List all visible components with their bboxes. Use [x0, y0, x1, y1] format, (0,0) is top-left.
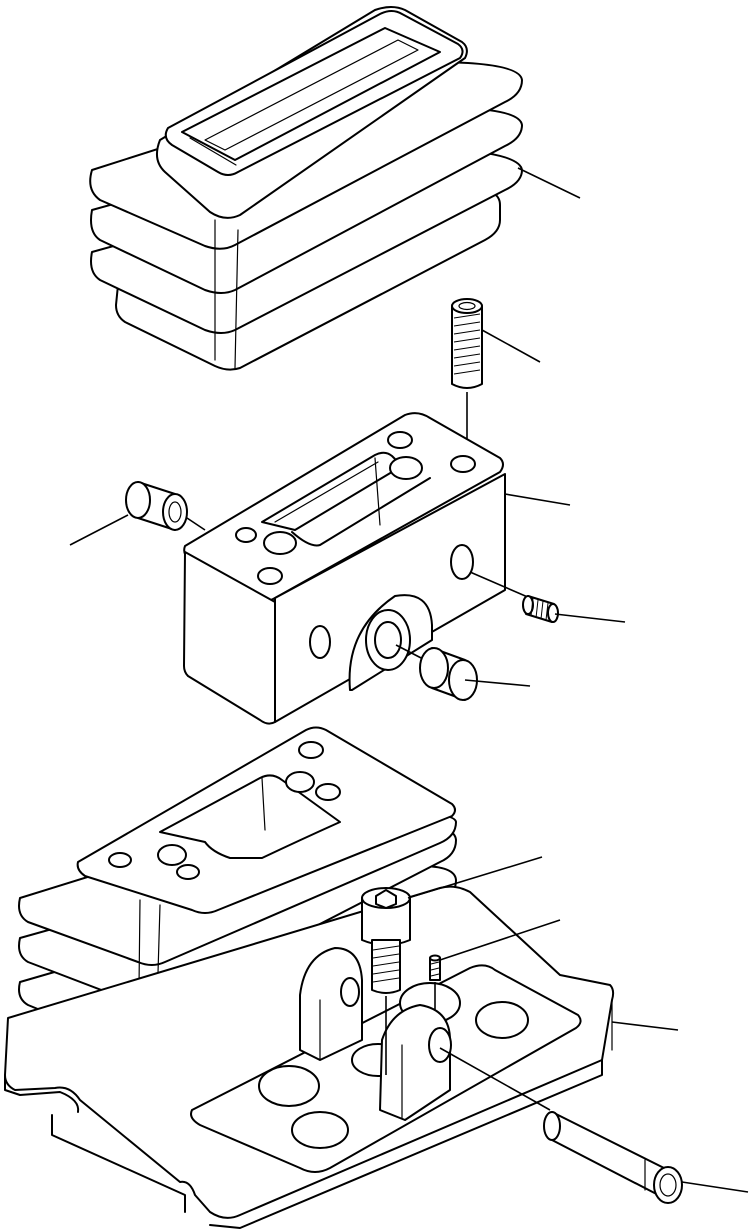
leader-bushing-front — [464, 679, 531, 687]
leader-upper-boot — [517, 167, 581, 199]
set-screw-long — [451, 298, 483, 460]
leader-cap-screw — [407, 856, 543, 899]
leader-bushing-left — [69, 514, 129, 546]
small-pin — [429, 954, 441, 1010]
leader-small-pin — [439, 919, 561, 961]
base-plate — [4, 885, 615, 1229]
leader-set-screw-long — [481, 329, 541, 363]
cap-screw — [361, 887, 411, 1075]
leader-set-screw-short — [554, 613, 626, 623]
bushing-front — [395, 644, 478, 701]
leader-base-plate — [611, 1021, 679, 1031]
clevis-pin — [439, 1047, 683, 1204]
leader-lever-block — [504, 493, 571, 506]
lever-block — [177, 412, 506, 725]
bushing-left — [125, 481, 188, 531]
leader-clevis-pin — [681, 1181, 749, 1193]
upper-boot — [89, 6, 523, 371]
callout-leaders — [69, 167, 749, 1193]
set-screw-short — [469, 571, 559, 623]
